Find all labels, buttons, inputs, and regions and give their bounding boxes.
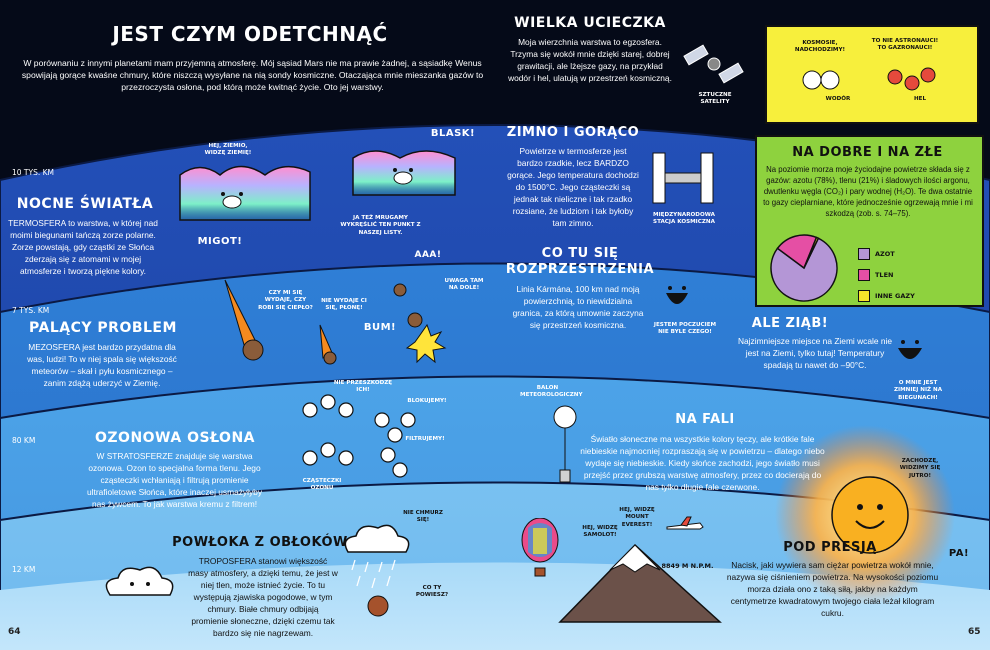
- hot-cold-title: ZIMNO I GORĄCO: [506, 125, 640, 140]
- space-bubble: JESTEM POCZUCIEM NIE BYLE CZEGO!: [653, 322, 717, 336]
- mesosphere-text: MEZOSFERA jest bardzo przydatna dla was,…: [27, 342, 177, 388]
- cloud-bubble: NIE CHMURZ SIĘ!: [403, 510, 443, 524]
- cold-title: ALE ZIĄB!: [751, 316, 829, 331]
- pie-slice-1: [770, 237, 838, 302]
- ozone-molecules: [302, 394, 416, 478]
- air-composition-pie: [770, 234, 838, 302]
- cold-text: Najzimniejsze miejsce na Ziemi wcale nie…: [737, 336, 893, 370]
- white-cloud: [105, 566, 174, 596]
- balloon-bubble: HEJ, WIDZĘ SAMOLOT!: [582, 525, 618, 539]
- everest-mountain: [558, 543, 722, 623]
- meteor-bubble-question: CZY MI SIĘ WYDAJE, CZY ROBI SIĘ CIEPŁO?: [258, 290, 313, 311]
- plane-bubble: HEJ, WIDZĘ MOUNT EVEREST!: [619, 507, 655, 528]
- cold-face: [898, 340, 922, 359]
- pie-legend: AZOT TLEN INNE GAZY: [858, 248, 915, 311]
- legend-swatch-other: [858, 290, 870, 302]
- hydrogen-label: WODÓR: [825, 96, 851, 102]
- ozone-label: CZĄSTECZKI OZONU: [302, 478, 342, 492]
- air-composition-text: Na poziomie morza moje życiodajne powiet…: [763, 165, 973, 219]
- cold-bubble: O MNIE JEST ZIMNIEJ NIŻ NA BIEGUNACH!: [893, 380, 943, 401]
- bum-label: BUM!: [363, 322, 397, 333]
- altitude-label-7k: 7 TYS. KM: [12, 306, 50, 315]
- iss-icon: [652, 152, 714, 204]
- helium-label: HEL: [913, 96, 927, 102]
- altitude-label-80: 80 KM: [12, 436, 36, 445]
- satellite-label: SZTUCZNE SATELITY: [698, 92, 732, 106]
- thermosphere-title: NOCNE ŚWIATŁA: [16, 196, 154, 212]
- hot-air-balloon: [521, 518, 559, 577]
- space-title: CO TU SIĘ ROZPRZESTRZENIA: [505, 246, 655, 278]
- legend-label-other: INNE GAZY: [875, 292, 915, 300]
- page-number-left: 64: [8, 627, 21, 637]
- sun-illustration: [831, 476, 909, 554]
- troposphere-text: TROPOSFERA stanowi większość masy atmosf…: [188, 556, 338, 638]
- hydrogen-bubble: KOSMOSIE, NADCHODZIMY!: [794, 40, 846, 54]
- exosphere-text: Moja wierzchnia warstwa to egzosfera. Tr…: [508, 37, 672, 83]
- migot-label: MIGOT!: [197, 236, 243, 247]
- pressure-text: Nacisk, jaki wywiera sam ciężar powietrz…: [726, 560, 939, 618]
- legend-swatch-nitrogen: [858, 248, 870, 260]
- meteors-illustration: [224, 279, 447, 365]
- space-text: Linia Kármána, 100 km nad moją powierzch…: [512, 284, 644, 330]
- everest-label: 8849 M N.P.M.: [661, 562, 714, 570]
- pressure-title: POD PRESJĄ: [783, 540, 877, 555]
- legend-item-nitrogen: AZOT: [858, 248, 915, 260]
- exosphere-title: WIELKA UCIECZKA: [514, 15, 666, 31]
- page-title: JEST CZYM ODETCHNĄĆ: [112, 22, 388, 46]
- legend-label-oxygen: TLEN: [875, 271, 894, 279]
- helium-bubble: TO NIE ASTRONAUCI! TO GAZRONAUCI!: [871, 38, 939, 52]
- sun-bubble: ZACHODZĘ, WIDZIMY SIĘ JUTRO!: [899, 458, 941, 479]
- stratosphere-title: OZONOWA OSŁONA: [94, 430, 256, 446]
- ozone-bubble-filter: FILTRUJEMY!: [405, 436, 445, 442]
- altitude-label-10k: 10 TYS. KM: [12, 168, 55, 177]
- pie-slice-3: [803, 236, 820, 269]
- pa-label: PA!: [948, 548, 970, 559]
- girl-bubble: CO TY POWIESZ?: [415, 585, 449, 599]
- gas-molecules: [802, 67, 936, 91]
- legend-swatch-oxygen: [858, 269, 870, 281]
- gas-box: [765, 25, 979, 124]
- aurora-bubble-hello: HEJ, ZIEMIO, WIDZĘ ZIEMIĘ!: [204, 143, 252, 157]
- air-composition-title: NA DOBRE I NA ZŁE: [792, 145, 943, 160]
- meteor-bubble-burning: NIE WYDAJE CI SIĘ, PŁONĘ!: [321, 298, 367, 312]
- weather-balloon-label: BALON METEOROLOGICZNY: [520, 385, 583, 399]
- altitude-label-12: 12 KM: [12, 565, 36, 574]
- aurora-bubble-we: JA TEŻ MRUGAMY WYKRĘŚLIĆ TEN PUNKT Z NAS…: [340, 215, 421, 236]
- ozone-bubble-block: BLOKUJEMY!: [407, 398, 447, 404]
- intro-text: W porównaniu z innymi planetami mam przy…: [21, 58, 484, 93]
- airplane-icon: [666, 516, 704, 530]
- legend-label-nitrogen: AZOT: [875, 250, 895, 258]
- space-face: [666, 286, 688, 304]
- troposphere-title: POWŁOKA Z OBŁOKÓW: [172, 535, 348, 550]
- thermosphere-text: TERMOSFERA to warstwa, w której nad moim…: [8, 218, 158, 276]
- legend-item-other: INNE GAZY: [858, 290, 915, 302]
- meteor-bubble-warning: UWAGA TAM NA DOLE!: [444, 278, 484, 292]
- aurora-illustration-right: [352, 150, 456, 196]
- rain-cloud: [344, 524, 410, 617]
- aurora-illustration-left: [179, 165, 311, 221]
- ozone-bubble-stop: NIE PRZESZKODZĘ ICH!: [333, 380, 393, 394]
- iss-label: MIĘDZYNARODOWA STACJA KOSMICZNA: [653, 212, 715, 226]
- blask-label: BLASK!: [430, 128, 476, 139]
- mesosphere-title: PALĄCY PROBLEM: [29, 320, 177, 336]
- legend-item-oxygen: TLEN: [858, 269, 915, 281]
- stratosphere-text: W STRATOSFERZE znajduje się warstwa ozon…: [86, 451, 263, 509]
- waves-text: Światło słoneczne ma wszystkie kolory tę…: [580, 434, 825, 492]
- page-number-right: 65: [968, 627, 981, 637]
- weather-balloon: [553, 405, 577, 483]
- satellite-icon: [683, 44, 744, 84]
- waves-title: NA FALI: [675, 412, 735, 427]
- aaa-label: AAA!: [414, 250, 442, 260]
- hot-cold-text: Powietrze w termosferze jest bardzo rzad…: [507, 146, 639, 228]
